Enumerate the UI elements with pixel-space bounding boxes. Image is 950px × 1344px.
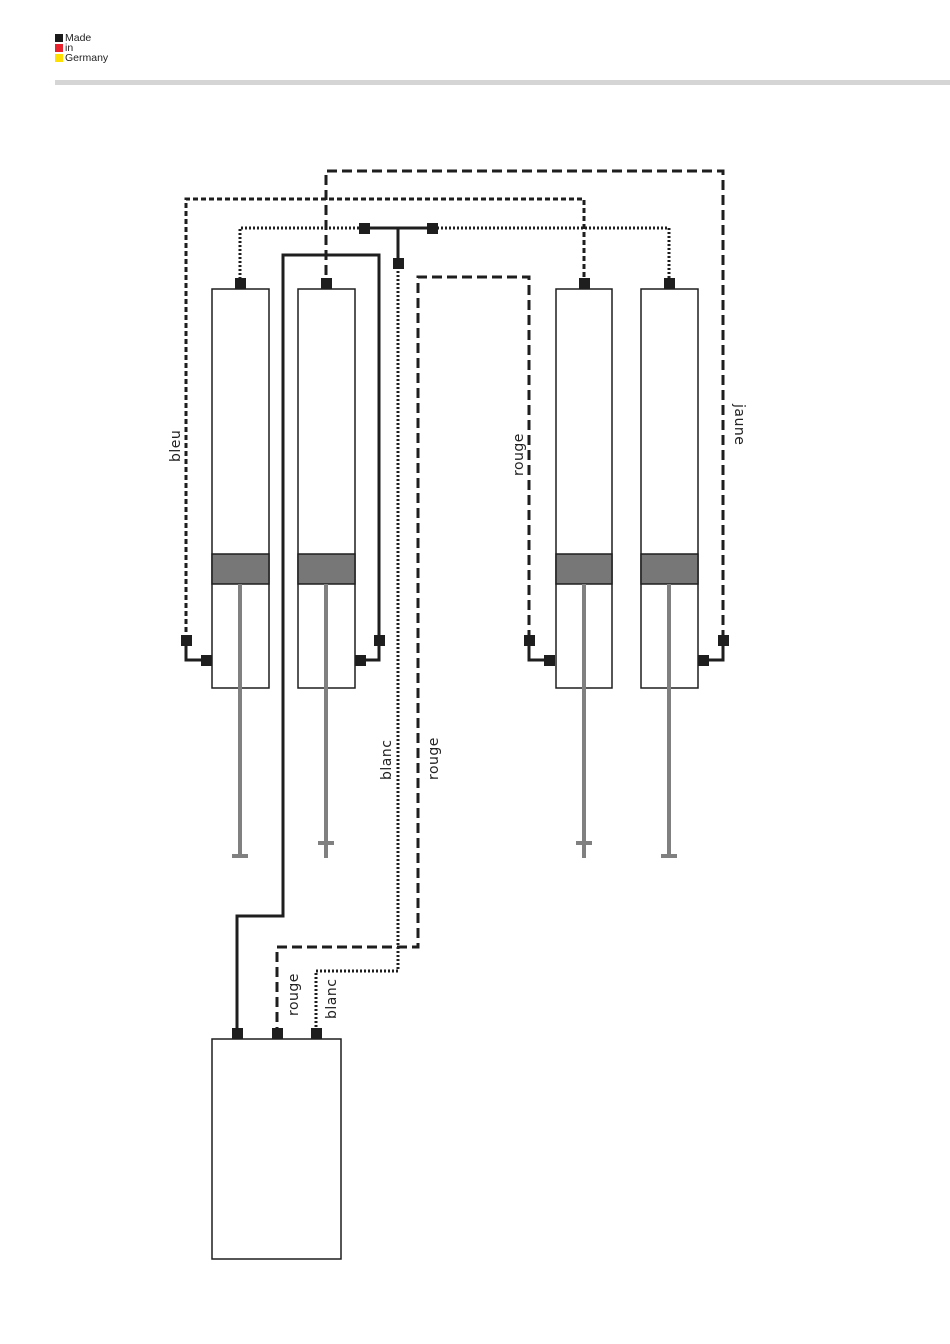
label-blanc-mid: blanc bbox=[379, 740, 395, 780]
pump-unit bbox=[212, 1039, 341, 1259]
piston-4 bbox=[641, 554, 698, 584]
piston-2 bbox=[298, 554, 355, 584]
cylinder-1 bbox=[212, 289, 269, 858]
label-rouge-low: rouge bbox=[286, 973, 302, 1016]
cylinder-4 bbox=[641, 289, 698, 858]
cylinder-3 bbox=[556, 289, 612, 858]
label-blanc-low: blanc bbox=[324, 979, 340, 1019]
label-jaune: jaune bbox=[731, 403, 747, 445]
label-rouge-right: rouge bbox=[511, 433, 527, 476]
piston-3 bbox=[556, 554, 612, 584]
label-bleu: bleu bbox=[168, 430, 184, 462]
piston-1 bbox=[212, 554, 269, 584]
cylinder-2 bbox=[298, 289, 355, 858]
label-rouge-mid: rouge bbox=[426, 737, 442, 780]
